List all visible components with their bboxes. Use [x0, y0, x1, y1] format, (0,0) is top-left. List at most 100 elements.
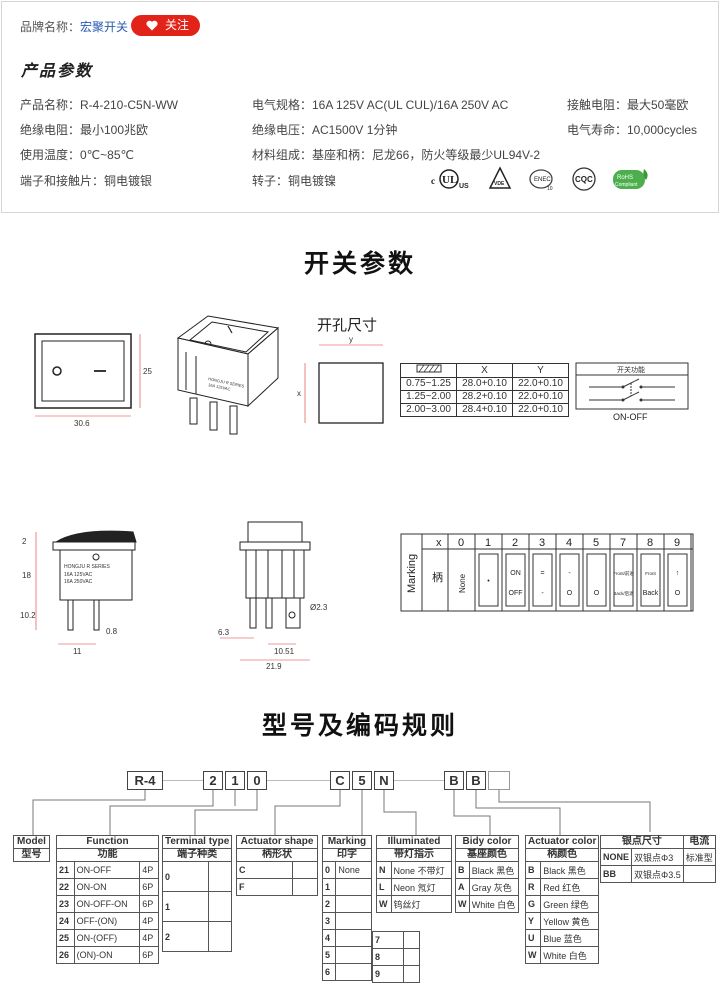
cqc-cert-icon: CQC — [572, 167, 596, 191]
svg-text:VDE: VDE — [494, 181, 505, 187]
dim-18: 18 — [22, 571, 31, 580]
function-cell: 21 — [56, 861, 75, 879]
svg-text:c: c — [431, 176, 435, 186]
marking-code-row: 1 — [321, 878, 372, 896]
terminal-cell — [208, 921, 233, 952]
marking-col-head: 0 — [458, 537, 464, 549]
hole-table-cell: 22.0+0.10 — [512, 390, 569, 404]
hole-size-diagram: y x — [297, 335, 384, 424]
function-cell: 24 — [56, 912, 75, 930]
marking-code-cell: 4 — [321, 929, 337, 947]
svg-text:CQC: CQC — [575, 175, 593, 184]
terminal-head-cn: 端子种类 — [161, 848, 233, 862]
hole-table-cell: 28.4+0.10 — [456, 403, 513, 417]
marking-code-cell: 2 — [321, 895, 337, 913]
actcolor-cell: B — [524, 861, 542, 879]
marking-cell-text: Back/后退 — [613, 590, 634, 597]
marking-code-cell — [335, 912, 372, 930]
marking-code-row: 2 — [321, 895, 372, 913]
marking-code-cell — [335, 878, 372, 896]
illum-cell: W — [376, 895, 392, 913]
illum-cell: None 不带灯 — [390, 861, 453, 879]
marking-head-en: Marking — [322, 835, 372, 849]
marking-handle-shape — [505, 553, 526, 607]
marking-handle-shape — [640, 553, 661, 607]
illum-head-cn: 带灯指示 — [376, 848, 452, 862]
brand-label: 品牌名称： — [20, 20, 81, 34]
hole-table-cell: 1.25~2.00 — [400, 390, 457, 404]
switch-params-title: 开关参数 — [303, 249, 416, 278]
dim-21-9: 21.9 — [266, 662, 282, 670]
actcolor-cell: White 白色 — [540, 946, 600, 964]
marking-code-row: 6 — [321, 963, 372, 981]
dim-width: 30.6 — [74, 419, 90, 428]
label-series: R SERIES — [87, 564, 111, 570]
actcolor-cell: Red 红色 — [540, 878, 600, 896]
marking-code-cell: 0 — [321, 861, 337, 879]
marking-cell-text: O — [594, 590, 600, 597]
actuator-cell: F — [235, 878, 294, 896]
code-part-series: R-4 — [127, 771, 163, 790]
actuator-head-en: Actuator shape — [236, 835, 318, 849]
svg-text:HONGJU R SERIES: HONGJU R SERIES — [64, 564, 111, 570]
silver-cell — [682, 865, 716, 883]
label-brand: HONGJU — [64, 564, 86, 570]
function-cell: 25 — [56, 929, 75, 947]
marking-col-head: 4 — [566, 537, 572, 549]
act-color-head-cn: 柄颜色 — [524, 848, 600, 862]
dim-2-3: Ø2.3 — [310, 603, 328, 612]
svg-text:10: 10 — [547, 186, 553, 192]
terminal-cell — [208, 861, 233, 892]
svg-text:Compliant: Compliant — [615, 182, 638, 188]
code-part-actuator-color: B — [466, 771, 486, 790]
vde-cert-icon: VDE — [488, 166, 512, 189]
marking-cell-text: - — [541, 590, 544, 597]
enec-cert-icon: ENEC 10 — [529, 169, 553, 192]
body-cell: A — [455, 878, 470, 896]
marking-col-head: 1 — [485, 537, 491, 549]
marking-table: Marking x 柄 0None1•2ONOFF3=-4-O5O7Front/… — [400, 533, 694, 612]
label-rating-1: 16A 125VAC — [64, 572, 93, 578]
code-connector-lines — [32, 780, 651, 835]
code-part-marking: 5 — [352, 771, 372, 790]
hole-table-cell: 2.00~3.00 — [400, 403, 457, 417]
marking-handle-label: 柄 — [432, 571, 443, 584]
follow-button[interactable]: 关注 — [131, 15, 200, 36]
hole-size-title: 开孔尺寸 — [317, 317, 378, 334]
hole-table-cell: 22.0+0.10 — [512, 403, 569, 417]
code-part-silver — [488, 771, 510, 790]
marking-handle-shape — [613, 553, 634, 607]
switch-3d-view: HONGJU R SERIES 16A 125VAC — [176, 315, 280, 435]
terminal-head-en: Terminal type — [161, 835, 233, 849]
marking-handle-shape — [586, 553, 607, 607]
heart-icon — [146, 20, 158, 31]
function-cell: 4P — [139, 929, 159, 947]
dim-10-51: 10.51 — [274, 647, 295, 656]
dim-y: y — [349, 335, 353, 344]
marking-cell-text: O — [567, 590, 573, 597]
marking-col-head: 2 — [512, 537, 518, 549]
actuator-row: F — [235, 878, 318, 896]
brand-link[interactable]: 宏聚开关 — [80, 20, 129, 34]
silver-cell: BB — [599, 865, 633, 883]
function-cell: 22 — [56, 878, 75, 896]
terminal-cell: 1 — [161, 891, 210, 922]
marking-cell-text: Back — [643, 590, 659, 597]
label-rating-2: 16A 250VAC — [64, 579, 93, 585]
function-cell: 26 — [56, 946, 75, 964]
terminal-cell — [208, 891, 233, 922]
actuator-cell: C — [235, 861, 294, 879]
